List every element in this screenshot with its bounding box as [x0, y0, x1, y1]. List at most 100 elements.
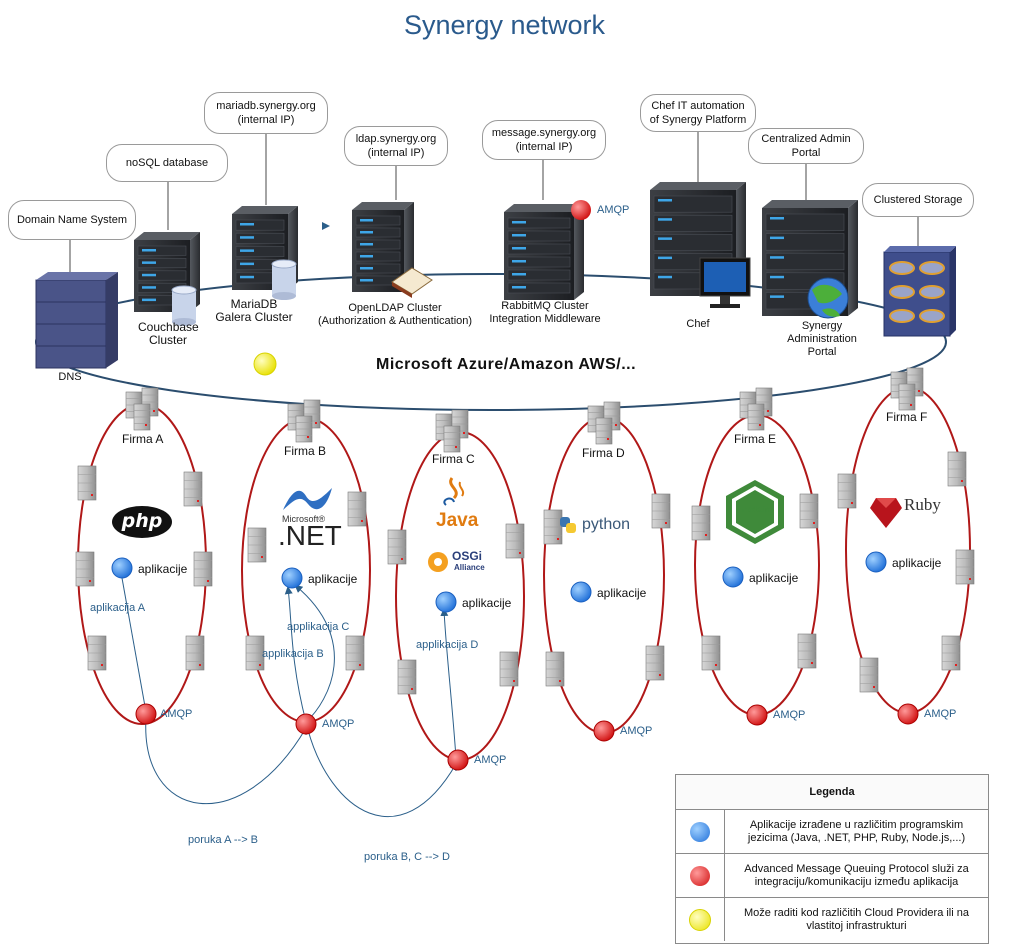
storage-disk	[889, 285, 915, 299]
storage-disk	[889, 261, 915, 275]
firm-label-e: Firma E	[734, 432, 776, 446]
ring-server	[247, 527, 267, 563]
ring-server	[545, 651, 565, 687]
legend-text-app: Aplikacije izrađene u različitim program…	[747, 818, 966, 844]
firm-label-c: Firma C	[432, 452, 475, 466]
rabbitmq-line2: Integration Middleware	[489, 313, 601, 325]
net-logo-shape	[283, 488, 332, 510]
cloud-provider-label: Microsoft Azure/Amazon AWS/...	[376, 356, 637, 373]
server-label-dns: DNS	[58, 371, 82, 383]
ring-server	[505, 523, 525, 559]
legend-row-app: Aplikacije izrađene u različitim program…	[676, 810, 988, 854]
storage-disk	[919, 261, 945, 275]
synergy-line1: Synergy	[801, 320, 843, 332]
legend-header: Legenda	[676, 775, 988, 810]
openldap-rack	[352, 202, 414, 292]
ring-server	[543, 509, 563, 545]
ring-server	[797, 633, 817, 669]
rabbitmq-amqp-label: AMQP	[597, 204, 630, 216]
nodejs-logo-shape	[726, 480, 784, 544]
app-label-c: aplikacije	[462, 596, 512, 610]
ring-server	[947, 451, 967, 487]
amqp-label-f: AMQP	[924, 708, 957, 720]
couchbase-text: Couchbase Cluster	[138, 320, 199, 347]
app-label-d: aplikacije	[597, 586, 647, 600]
synergy-line2: Administration Portal	[787, 333, 857, 358]
legend-symbol-cell	[676, 898, 725, 941]
firm-hub-servers	[133, 403, 151, 431]
flow-label-app-a: aplikacija A	[90, 602, 146, 614]
flow-label-app-d: applikacija D	[416, 639, 479, 651]
ring-server	[837, 473, 857, 509]
firm-label-a: Firma A	[122, 432, 164, 446]
server-label-couchbase: Couchbase Cluster	[126, 321, 210, 347]
app-dots	[111, 551, 887, 613]
callout-mariadb: mariadb.synergy.org (internal IP)	[204, 92, 328, 134]
app-label-b: aplikacije	[308, 572, 358, 586]
rabbitmq-amqp-dot	[571, 200, 591, 220]
legend-row-amqp: Advanced Message Queuing Protocol služi …	[676, 854, 988, 898]
ring-server	[955, 549, 975, 585]
openldap-line2: (Authorization & Authentication)	[317, 315, 473, 327]
callout-storage: Clustered Storage	[862, 183, 974, 217]
storage-disk	[919, 285, 945, 299]
ring-server	[77, 465, 97, 501]
firm-label-b: Firma B	[284, 444, 326, 458]
ring-server	[651, 493, 671, 529]
firm-hub-servers	[443, 425, 461, 453]
callout-chef: Chef IT automation of Synergy Platform	[640, 94, 756, 132]
storage-array	[883, 246, 956, 337]
ring-server	[499, 651, 519, 687]
dns-server	[35, 272, 118, 369]
amqp-dots	[135, 703, 919, 771]
server-label-rabbitmq: RabbitMQ Cluster Integration Middleware	[480, 300, 610, 326]
callout-nosql: noSQL database	[106, 144, 228, 182]
rabbitmq-rack	[504, 204, 584, 300]
legend-symbol-cell	[676, 854, 725, 897]
ring-server	[701, 635, 721, 671]
amqp-label-c: AMQP	[474, 754, 507, 766]
php-logo: php	[121, 510, 163, 532]
ring-server	[245, 635, 265, 671]
ruby-logo: Ruby	[904, 495, 941, 514]
ring-server	[397, 659, 417, 695]
legend-text-amqp: Advanced Message Queuing Protocol služi …	[744, 862, 969, 888]
firm-hub-servers	[595, 417, 613, 445]
callout-message: message.synergy.org (internal IP)	[482, 120, 606, 160]
callout-admin: Centralized Admin Portal	[748, 128, 864, 164]
firm-label-d: Firma D	[582, 446, 625, 460]
firm-hub-servers	[747, 403, 765, 431]
amqp-label-e: AMQP	[773, 709, 806, 721]
page-title: Synergy network	[403, 10, 606, 40]
flow-label-msg-ab: poruka A --> B	[188, 834, 259, 846]
ring-server	[75, 551, 95, 587]
storage-disk	[919, 309, 945, 323]
firm-hub-servers	[295, 415, 313, 443]
flow-label-msg-bcd: poruka B, C --> D	[364, 851, 450, 863]
flow-label-app-c: applikacija C	[287, 621, 350, 633]
ring-server	[345, 635, 365, 671]
ring-server	[193, 551, 213, 587]
legend-blue-dot	[690, 821, 710, 842]
server-label-openldap: OpenLDAP Cluster (Authorization & Authen…	[306, 302, 484, 328]
osgi-logo-shape	[428, 552, 448, 572]
rabbitmq-line1: RabbitMQ Cluster	[501, 300, 589, 312]
ring-server	[185, 635, 205, 671]
openldap-line1: OpenLDAP Cluster	[348, 302, 442, 314]
ruby-logo-shape	[870, 498, 902, 528]
php-logo-shape	[112, 506, 172, 538]
firm-label-f: Firma F	[886, 410, 928, 424]
server-label-mariadb: MariaDB Galera Cluster	[215, 297, 293, 324]
book-icon	[391, 267, 433, 298]
ring-server	[691, 505, 711, 541]
ring-server	[859, 657, 879, 693]
storage-disk	[889, 309, 915, 323]
nodejs-logo: node.js	[741, 505, 770, 514]
app-label-a: aplikacije	[138, 562, 188, 576]
server-label-synergy: Synergy Administration Portal	[772, 320, 872, 359]
monitor-icon	[699, 257, 751, 308]
legend-table: Legenda Aplikacije izrađene u različitim…	[675, 774, 989, 944]
net-logo-small: Microsoft®	[282, 514, 326, 524]
legend-row-cloud: Može raditi kod različitih Cloud Provide…	[676, 898, 988, 941]
